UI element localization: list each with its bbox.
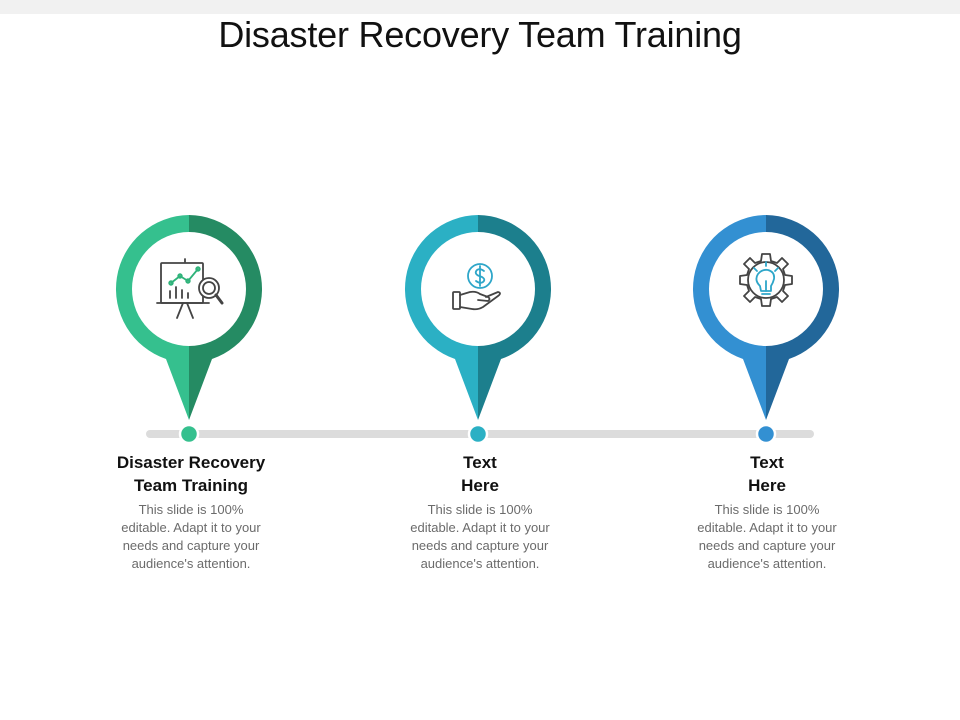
slide-title: Disaster Recovery Team Training xyxy=(218,14,742,55)
step-2-title: Text Here xyxy=(370,451,590,497)
timeline-node-3 xyxy=(755,423,777,445)
step-1-desc-line-1: This slide is 100% xyxy=(138,502,244,517)
step-3-title-line-1: Text xyxy=(750,453,784,472)
step-2-desc-line-3: needs and capture your xyxy=(411,538,549,553)
step-2-title-line-1: Text xyxy=(463,453,497,472)
step-3-description: This slide is 100% editable. Adapt it to… xyxy=(667,501,867,573)
step-2-title-line-2: Here xyxy=(461,476,499,495)
presentation-board-analytics-icon xyxy=(156,258,224,319)
dollar-hand-icon xyxy=(452,263,501,311)
step-1-desc-line-3: needs and capture your xyxy=(122,538,260,553)
step-1-title-line-1: Disaster Recovery xyxy=(116,453,266,472)
pin-marker-3 xyxy=(692,215,840,420)
step-3-desc-line-2: editable. Adapt it to your xyxy=(697,520,837,535)
step-2-desc-line-4: audience's attention. xyxy=(420,556,540,571)
timeline-node-2 xyxy=(467,423,489,445)
step-2-description: This slide is 100% editable. Adapt it to… xyxy=(380,501,580,573)
step-1-title-line-2: Team Training xyxy=(134,476,248,495)
step-3-title: Text Here xyxy=(657,451,877,497)
step-1-desc-line-4: audience's attention. xyxy=(131,556,251,571)
step-3-desc-line-1: This slide is 100% xyxy=(714,502,820,517)
step-3-desc-line-3: needs and capture your xyxy=(698,538,836,553)
pin-1-inner-circle xyxy=(132,232,246,346)
pin-marker-1 xyxy=(115,215,263,420)
step-1-description: This slide is 100% editable. Adapt it to… xyxy=(91,501,291,573)
step-1-title: Disaster Recovery Team Training xyxy=(81,451,301,497)
timeline-node-1 xyxy=(178,423,200,445)
gear-lightbulb-icon xyxy=(739,253,793,307)
step-3-desc-line-4: audience's attention. xyxy=(707,556,827,571)
step-1-desc-line-2: editable. Adapt it to your xyxy=(121,520,261,535)
pin-2-inner-circle xyxy=(421,232,535,346)
step-3-title-line-2: Here xyxy=(748,476,786,495)
slide-top-strip xyxy=(0,0,960,14)
pin-marker-2 xyxy=(404,215,552,420)
step-2-desc-line-1: This slide is 100% xyxy=(427,502,533,517)
step-2-desc-line-2: editable. Adapt it to your xyxy=(410,520,550,535)
